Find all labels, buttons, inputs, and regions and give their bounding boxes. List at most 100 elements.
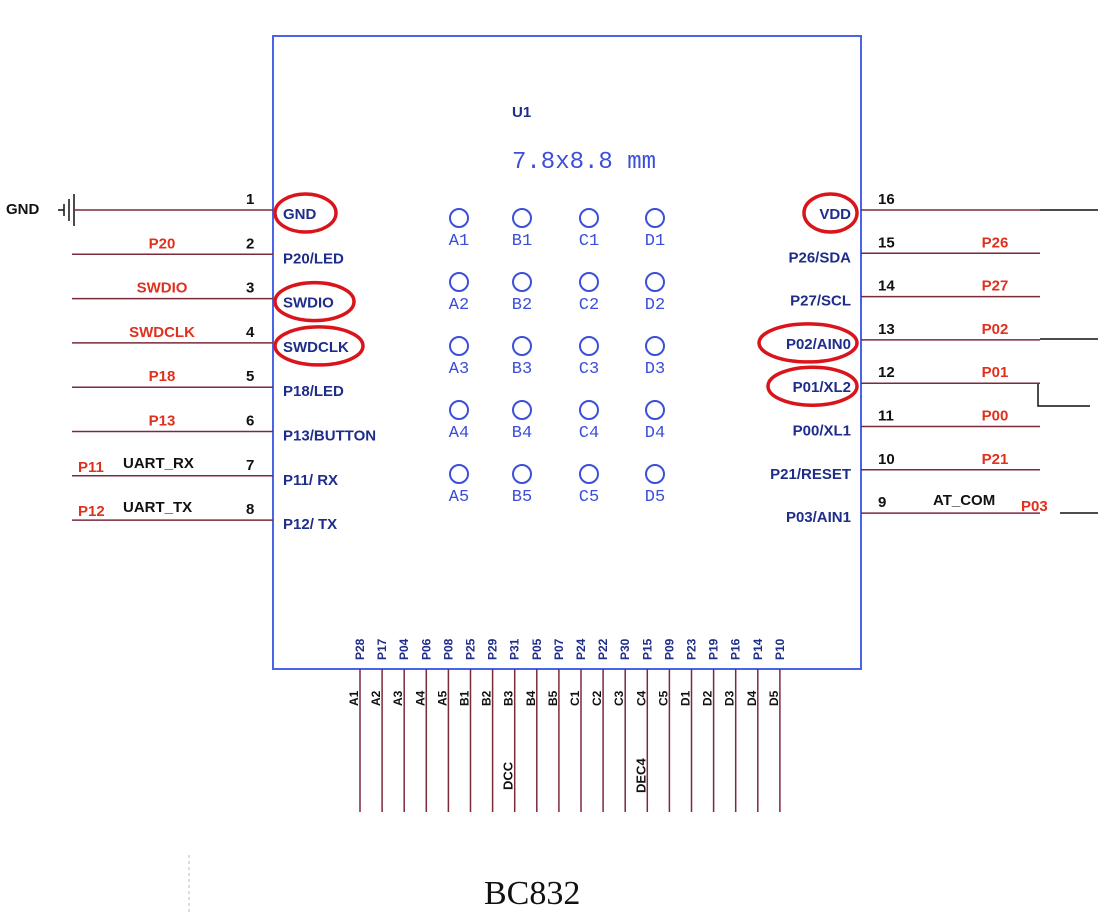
pin-name: P18/LED — [283, 383, 344, 400]
bottom-pin-name: P05 — [530, 638, 544, 660]
ball-marker — [449, 272, 469, 292]
ball-marker — [645, 272, 665, 292]
bottom-pin-name: P08 — [441, 638, 455, 660]
net-label: P03 — [1021, 498, 1048, 515]
ball-label: C4 — [579, 424, 599, 443]
ball-A2: A2 — [449, 272, 469, 315]
bottom-pin-name: P30 — [618, 638, 632, 660]
ball-label: D2 — [645, 296, 665, 315]
bottom-pin-name: P22 — [596, 638, 610, 660]
pin-number: 6 — [246, 413, 254, 430]
ball-marker — [449, 400, 469, 420]
bottom-pin-name: P16 — [729, 638, 743, 660]
bottom-pin-ball: B4 — [524, 690, 538, 706]
ball-marker — [579, 272, 599, 292]
pin-number: 11 — [878, 408, 894, 425]
ball-D4: D4 — [645, 400, 665, 443]
pin-name: SWDCLK — [283, 339, 349, 356]
pin-number: 13 — [878, 321, 895, 338]
ball-marker — [449, 208, 469, 228]
left-pin-group: 1GND2P20/LEDP203SWDIOSWDIO4SWDCLKSWDCLK5… — [72, 191, 376, 533]
ball-marker — [645, 336, 665, 356]
ball-label: D5 — [645, 488, 665, 507]
bottom-pin-net: DEC4 — [633, 758, 648, 793]
bottom-pin-name: P14 — [751, 638, 765, 660]
net-label-black: UART_RX — [123, 455, 194, 472]
bottom-pin-name: P19 — [707, 638, 721, 660]
ball-marker — [512, 400, 532, 420]
pin-number: 2 — [246, 235, 254, 252]
net-label-black: UART_TX — [123, 499, 192, 516]
ball-label: B3 — [512, 360, 532, 379]
bottom-pin-ball: A5 — [435, 690, 449, 706]
ball-A4: A4 — [449, 400, 469, 443]
bottom-pin-name: P15 — [640, 638, 654, 660]
net-label: P18 — [149, 368, 176, 385]
pin-name: VDD — [819, 206, 851, 223]
ball-A1: A1 — [449, 208, 469, 251]
bottom-pin-ball: D5 — [767, 690, 781, 706]
ball-marker — [449, 336, 469, 356]
pin-name: P02/AIN0 — [786, 336, 851, 353]
net-label: P26 — [982, 234, 1009, 251]
bottom-pin-ball: D4 — [745, 690, 759, 706]
ball-marker — [579, 464, 599, 484]
ball-label: D4 — [645, 424, 665, 443]
net-label: P01 — [982, 364, 1009, 381]
gnd-net-label: GND — [6, 201, 40, 218]
bottom-pin-ball: C3 — [612, 690, 626, 706]
pin-number: 9 — [878, 494, 886, 511]
bottom-pin-group: P28A1P17A2P04A3P06A4P08A5P25B1P29B2P31B3… — [347, 638, 787, 812]
bottom-pin-ball: B3 — [502, 690, 516, 706]
bottom-pin-net: DCC — [501, 761, 516, 790]
ball-D5: D5 — [645, 464, 665, 507]
bottom-pin-name: P04 — [397, 638, 411, 660]
chip-outline — [272, 35, 862, 670]
net-label: P20 — [149, 235, 176, 252]
pin-name: P11/ RX — [283, 472, 338, 489]
ball-label: A2 — [449, 296, 469, 315]
ball-label: D3 — [645, 360, 665, 379]
ball-label: B1 — [512, 232, 532, 251]
bottom-pin-ball: C4 — [634, 690, 648, 706]
net-label: P02 — [982, 321, 1009, 338]
bottom-pin-ball: A2 — [369, 690, 383, 706]
ball-C2: C2 — [579, 272, 599, 315]
net-label-black: AT_COM — [933, 492, 995, 509]
ball-label: B2 — [512, 296, 532, 315]
pin-number: 14 — [878, 278, 895, 295]
chip-size: 7.8x8.8 mm — [512, 149, 656, 176]
pin-name: P01/XL2 — [793, 379, 851, 396]
ball-marker — [645, 400, 665, 420]
chip-ref: U1 — [512, 104, 531, 121]
bottom-pin-name: P31 — [508, 638, 522, 660]
ball-C4: C4 — [579, 400, 599, 443]
bottom-pin-name: P07 — [552, 638, 566, 660]
ball-C1: C1 — [579, 208, 599, 251]
ball-label: A3 — [449, 360, 469, 379]
bottom-pin-name: P09 — [662, 638, 676, 660]
bottom-pin-name: P17 — [375, 638, 389, 660]
